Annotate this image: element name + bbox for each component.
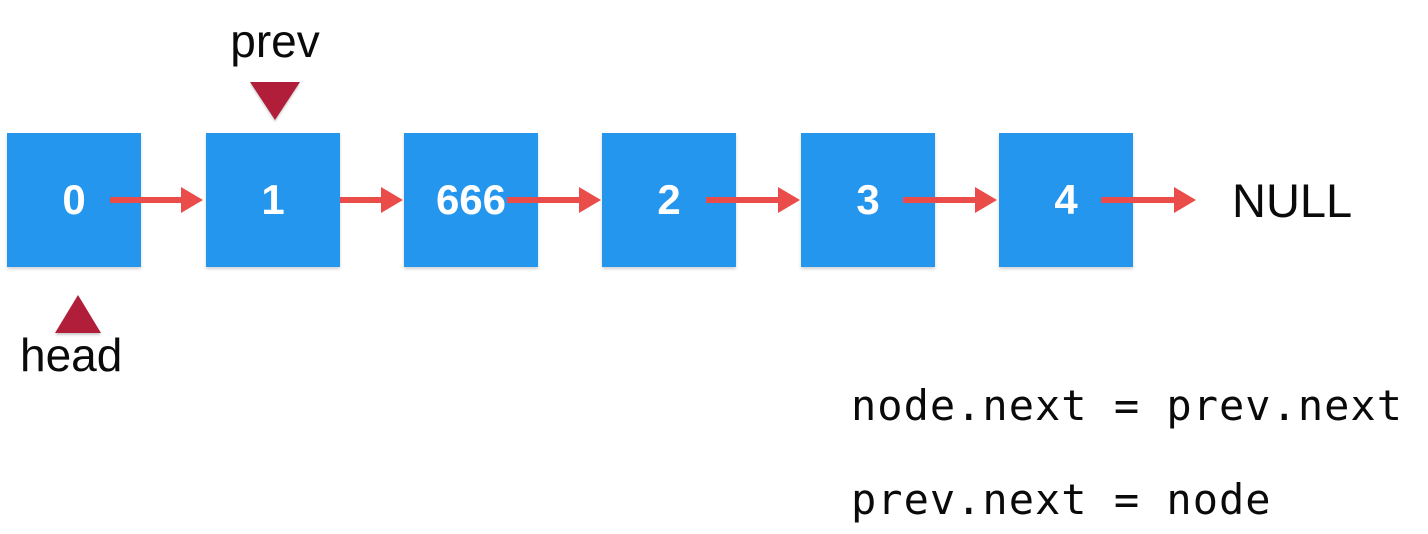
next-arrow-icon-1 <box>340 187 403 213</box>
node-value: 4 <box>1054 176 1078 223</box>
next-arrow-icon-2 <box>507 187 601 213</box>
list-node-4: 4 <box>999 133 1133 267</box>
next-arrow-icon-5 <box>1101 187 1196 213</box>
node-value: 666 <box>435 176 507 223</box>
node-value: 0 <box>62 176 86 223</box>
node-value: 2 <box>657 176 681 223</box>
next-arrow-icon-4 <box>903 187 997 213</box>
code-line-1: node.next = prev.next <box>851 381 1404 430</box>
list-node-1: 1 <box>206 133 340 267</box>
prev-pointer-icon <box>250 82 300 120</box>
head-label: head <box>20 329 123 381</box>
code-line-2: prev.next = node <box>851 475 1272 524</box>
node-value: 1 <box>261 176 285 223</box>
next-arrow-icon-3 <box>706 187 800 213</box>
prev-label: prev <box>230 15 320 67</box>
head-pointer-icon <box>55 295 101 333</box>
next-arrow-icon-0 <box>110 187 203 213</box>
null-terminator-label: NULL <box>1232 174 1353 227</box>
node-value: 3 <box>856 176 880 223</box>
list-node-666: 666 <box>404 133 538 267</box>
